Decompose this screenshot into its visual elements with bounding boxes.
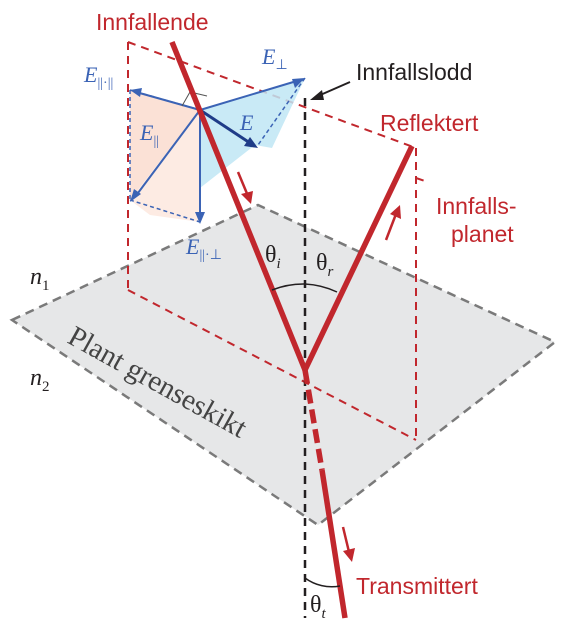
par-plane-fill-lower xyxy=(130,110,200,222)
plane-of-incidence xyxy=(127,41,429,441)
n1-label: n1 xyxy=(30,264,50,294)
theta-i-subscript: i xyxy=(277,256,281,272)
reflected-ray xyxy=(302,144,415,372)
theta-r-label: θr xyxy=(316,250,334,280)
perp-plane-fill xyxy=(200,78,305,188)
theta-t-symbol: θ xyxy=(310,592,322,618)
theta-r-subscript: r xyxy=(328,264,334,280)
e-perp-subscript: ⊥ xyxy=(275,58,287,73)
e-par-symbol: E xyxy=(139,120,154,145)
e-parpar-label: E||·|| xyxy=(83,62,113,91)
e-parperp-label: E||·⊥ xyxy=(185,234,222,263)
theta-r-arc xyxy=(304,283,338,293)
theta-t-arc xyxy=(304,577,341,588)
e-parpar-subscript: ||·|| xyxy=(97,76,113,91)
incident-label: Innfallende xyxy=(96,9,209,35)
n2-label: n2 xyxy=(30,365,50,395)
theta-i-arc xyxy=(271,283,306,291)
n1-subscript: 1 xyxy=(42,278,50,294)
normal-pointer-arrow xyxy=(310,81,351,100)
plane-label-line2: planet xyxy=(451,221,514,247)
plane-label-line1: Innfalls- xyxy=(436,193,517,219)
theta-i-label: θi xyxy=(265,242,281,272)
reflected-label: Reflektert xyxy=(380,110,479,136)
e-parperp-subscript: ||·⊥ xyxy=(199,248,221,263)
theta-t-label: θt xyxy=(310,592,327,622)
incident-ray xyxy=(169,40,308,372)
e-label: E xyxy=(239,110,254,135)
theta-r-symbol: θ xyxy=(316,250,328,276)
e-perp-label: E⊥ xyxy=(261,44,288,73)
e-par-label: E|| xyxy=(139,120,159,149)
e-perp-symbol: E xyxy=(261,44,276,69)
e-parpar-symbol: E xyxy=(83,62,98,87)
n2-subscript: 2 xyxy=(42,379,50,395)
normal-label: Innfallslodd xyxy=(356,59,472,85)
par-plane-fill xyxy=(130,90,200,200)
transmitted-ray xyxy=(302,369,355,619)
e-parperp-symbol: E xyxy=(185,234,200,259)
theta-i-symbol: θ xyxy=(265,242,277,268)
theta-t-subscript: t xyxy=(322,606,327,622)
n2-symbol: n xyxy=(30,365,42,391)
transmitted-label: Transmittert xyxy=(356,573,478,599)
n1-symbol: n xyxy=(30,264,42,290)
e-par-subscript: || xyxy=(153,134,159,149)
interface-plane xyxy=(9,203,558,527)
field-vectors xyxy=(129,77,306,224)
